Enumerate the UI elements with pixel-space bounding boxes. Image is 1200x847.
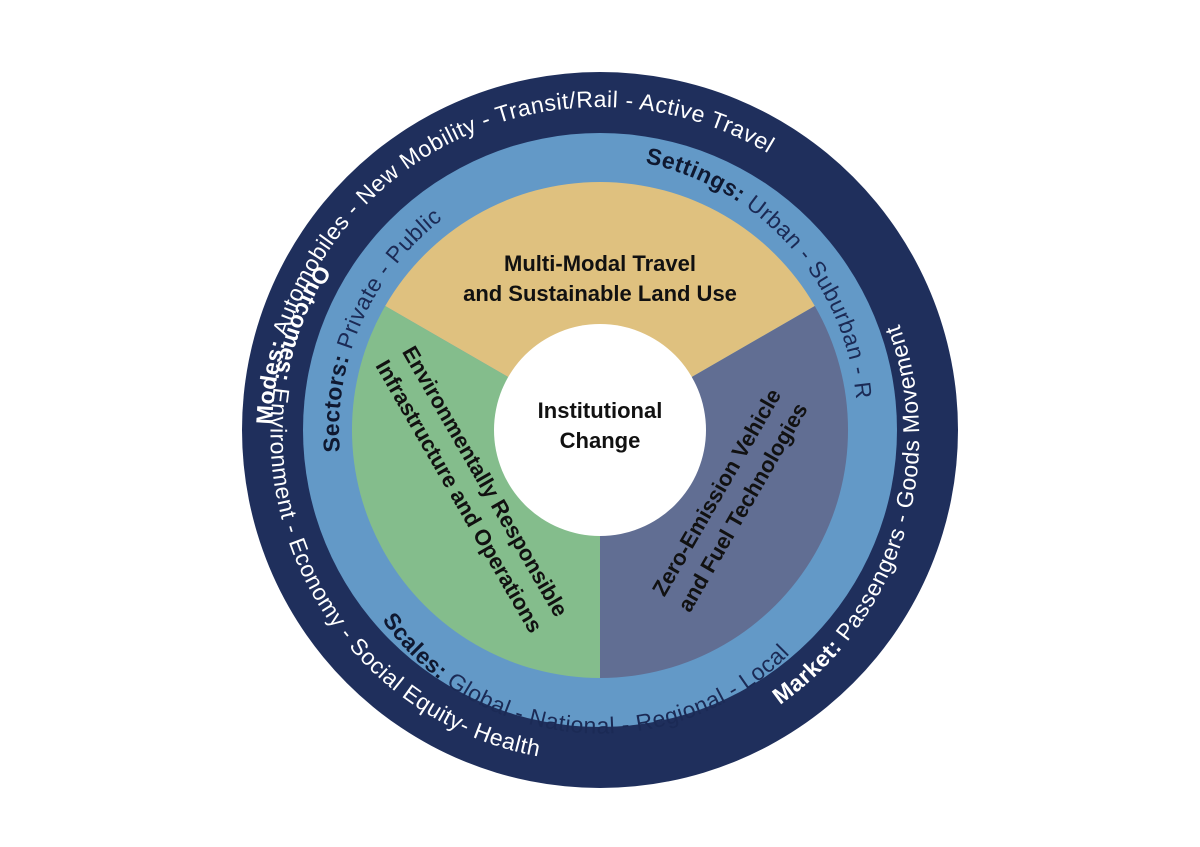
segment-top-label: Multi-Modal Travel and Sustainable Land … bbox=[463, 251, 737, 306]
segment-top-line2: and Sustainable Land Use bbox=[463, 281, 737, 306]
segment-multi-modal-travel bbox=[385, 181, 815, 430]
center-circle bbox=[494, 324, 706, 536]
segment-top-line1: Multi-Modal Travel bbox=[504, 251, 696, 276]
center-line1: Institutional bbox=[538, 398, 663, 423]
center-line2: Change bbox=[560, 428, 641, 453]
